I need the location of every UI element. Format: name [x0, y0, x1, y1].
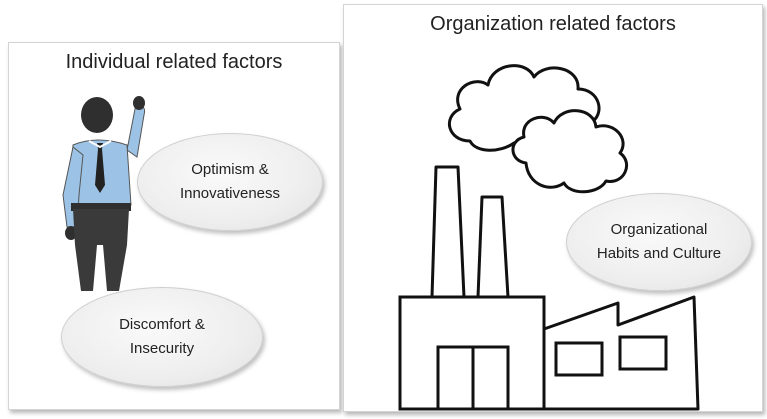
- organization-factors-title: Organization related factors: [430, 13, 676, 35]
- factory-icon: [398, 165, 700, 411]
- businessman-icon: [62, 96, 146, 291]
- cloud-icon: [448, 64, 628, 194]
- individual-factors-title: Individual related factors: [65, 51, 283, 73]
- discomfort-insecurity-bubble: Discomfort & Insecurity: [61, 287, 263, 387]
- organization-factors-panel: Organization related factors Organizatio…: [343, 4, 763, 412]
- individual-factors-panel: Individual related factors Optimism & In…: [8, 42, 340, 410]
- optimism-innovativeness-bubble: Optimism & Innovativeness: [137, 133, 323, 231]
- bubble-line: Organizational: [610, 221, 708, 238]
- organizational-habits-culture-bubble: Organizational Habits and Culture: [566, 193, 752, 291]
- bubble-line: Insecurity: [129, 340, 195, 357]
- bubble-line: Innovativeness: [179, 185, 281, 202]
- bubble-line: Habits and Culture: [596, 245, 722, 262]
- bubble-line: Discomfort &: [119, 316, 205, 333]
- bubble-line: Optimism &: [191, 161, 269, 178]
